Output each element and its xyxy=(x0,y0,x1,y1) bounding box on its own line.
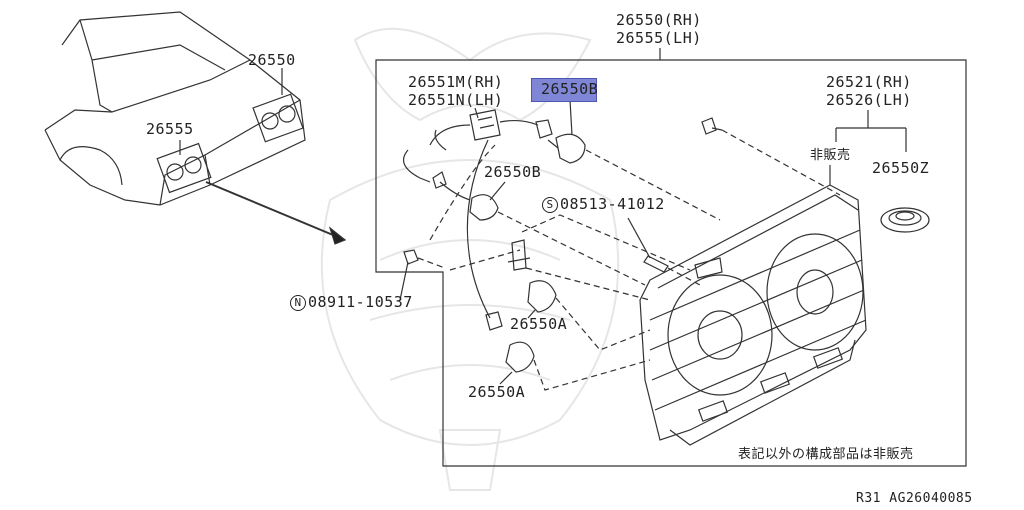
bulb-a-upper-label[interactable]: 26550A xyxy=(510,315,568,333)
bulb-a-lower-label[interactable]: 26550A xyxy=(468,383,526,401)
assembly-label-lh[interactable]: 26555(LH) xyxy=(616,29,702,47)
screw-number: 08513-41012 xyxy=(560,195,665,213)
socket-label-lh[interactable]: 26551N(LH) xyxy=(408,91,504,109)
bulb-icon xyxy=(469,133,586,373)
nut-number: 08911-10537 xyxy=(308,293,413,311)
assembly-frame xyxy=(375,59,967,467)
gasket-label-lh[interactable]: 26526(LH) xyxy=(826,91,912,109)
grommet-icon xyxy=(880,207,930,233)
bulb-b-top-suffix: B xyxy=(588,80,599,98)
car-label-lh[interactable]: 26555 xyxy=(146,120,194,138)
diagram-code: R31 AG26040085 xyxy=(856,491,973,506)
socket-label-rh[interactable]: 26551M(RH) xyxy=(408,73,504,91)
arrow-to-detail xyxy=(205,181,347,245)
car-label-rh[interactable]: 26550 xyxy=(248,51,296,69)
screw-icon xyxy=(701,117,723,135)
nut-prefix-badge: N xyxy=(290,294,306,311)
screw-prefix-badge: S xyxy=(542,196,558,213)
guide-lines xyxy=(429,144,721,391)
footnote: 表記以外の構成部品は非販売 xyxy=(738,447,914,462)
highlighted-part-marker[interactable] xyxy=(531,78,597,102)
car-rear-icon xyxy=(44,11,306,206)
nut-icon xyxy=(403,249,419,265)
bulb-b-top-label[interactable]: 26550B xyxy=(541,81,598,98)
assembly-label-rh[interactable]: 26550(RH) xyxy=(616,11,702,29)
bulb-b-mid-label[interactable]: 26550B xyxy=(484,163,542,181)
tail-lamp-assembly-icon xyxy=(639,184,867,446)
bulb-b-top-number: 26550 xyxy=(541,80,589,98)
not-for-sale-label: 非販売 xyxy=(810,148,851,163)
gasket-label-rh[interactable]: 26521(RH) xyxy=(826,73,912,91)
grommet-label[interactable]: 26550Z xyxy=(872,159,930,177)
